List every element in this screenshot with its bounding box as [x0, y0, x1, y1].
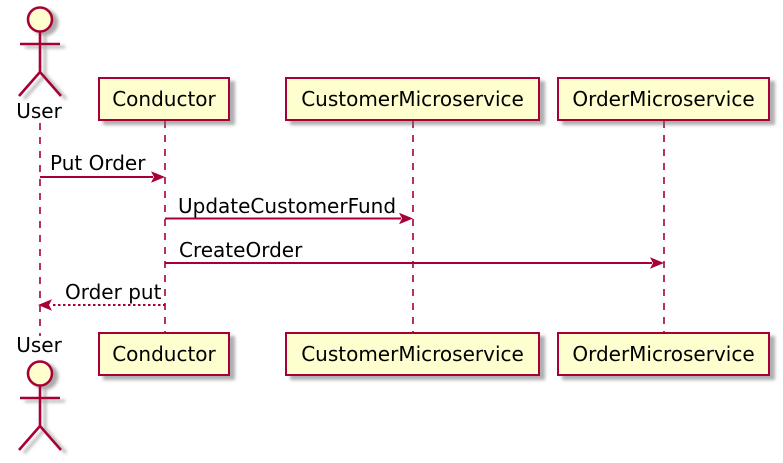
participant-box-ordermicroservice-top: OrderMicroservice	[557, 77, 770, 121]
message-arrowhead-updatecustomerfund	[399, 212, 413, 225]
actor-head	[26, 360, 54, 387]
participant-box-customermicroservice-bottom: CustomerMicroservice	[285, 332, 540, 376]
actor-label-user-top: User	[16, 99, 62, 123]
actor-label-user-bottom: User	[16, 333, 62, 357]
actor-leg-left	[18, 71, 41, 97]
participant-box-conductor-top: Conductor	[98, 77, 230, 121]
message-arrowhead-createorder	[650, 257, 664, 269]
message-label-order-put: Order put	[65, 280, 162, 304]
message-arrowhead-order-put	[38, 299, 52, 311]
participant-box-ordermicroservice-bottom: OrderMicroservice	[557, 332, 770, 376]
participant-box-customermicroservice-top: CustomerMicroservice	[285, 77, 540, 121]
participant-box-conductor-bottom: Conductor	[98, 332, 230, 376]
actor-figure-bottom	[18, 360, 62, 451]
message-label-updatecustomerfund: UpdateCustomerFund	[178, 194, 397, 218]
actor-head	[26, 6, 54, 33]
message-label-put-order: Put Order	[50, 151, 146, 175]
actor-leg-left	[18, 425, 41, 451]
actor-figure-top	[18, 6, 62, 97]
message-arrowhead-put-order	[151, 171, 165, 183]
actor-leg-right	[39, 71, 62, 97]
actor-leg-right	[39, 425, 62, 451]
message-label-createorder: CreateOrder	[179, 238, 303, 262]
